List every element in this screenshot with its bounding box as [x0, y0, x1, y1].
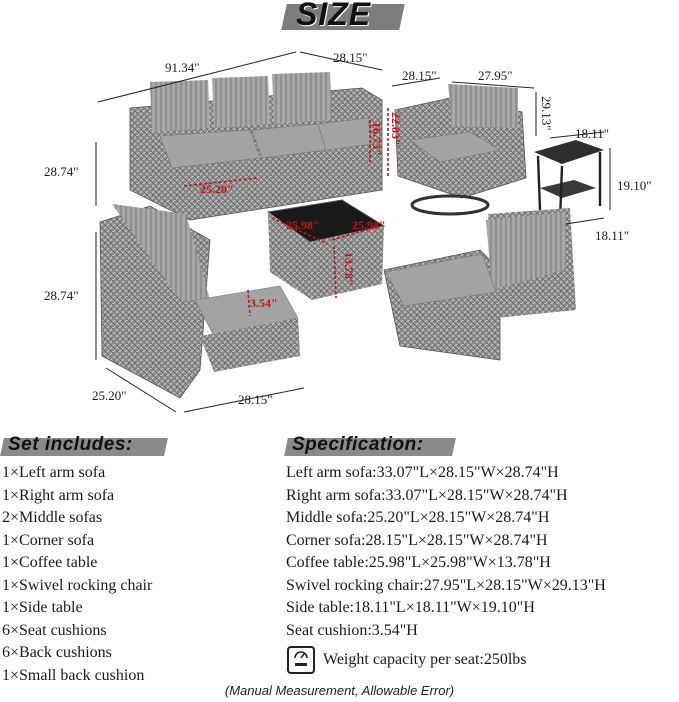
dim-side-table-depth: 18.11" [595, 228, 630, 243]
set-includes-heading: Set includes: [0, 434, 168, 460]
dim-bottom-width: 28.15" [238, 392, 273, 407]
dim-seat-height: 16.73" [370, 122, 384, 156]
coffee-table [266, 199, 386, 300]
list-item: 1×Side table [2, 599, 83, 616]
dimension-lines [95, 51, 611, 413]
swivel-chair [394, 84, 527, 216]
list-item: 6×Seat cushions [2, 621, 107, 639]
list-item: 2×Middle sofas [2, 509, 103, 526]
scale-icon [287, 646, 315, 674]
specification-list: Left arm sofa:33.07"L×28.15"W×28.74"H Ri… [286, 462, 606, 642]
dim-chair-depth: 28.15" [402, 68, 437, 83]
specification-heading: Specification: [284, 434, 456, 460]
armless-chair [383, 208, 576, 361]
dim-table-width: 25.98" [352, 218, 386, 232]
set-includes-list: 1×Left arm sofa 1×Right arm sofa 2×Middl… [2, 462, 152, 687]
dim-back-height: 22.83" [389, 112, 403, 146]
dim-chair-height: 29.13" [539, 96, 554, 131]
weight-capacity: Weight capacity per seat:250lbs [287, 646, 527, 674]
list-item: Middle sofa:25.20"L×28.15"W×28.74"H [286, 509, 550, 526]
list-item: Right arm sofa:33.07"L×28.15"W×28.74"H [286, 486, 568, 504]
list-item: Side table:18.11"L×18.11"W×19.10"H [286, 599, 535, 616]
dim-corner-height: 28.74" [44, 288, 79, 303]
dim-chair-width: 27.95" [478, 68, 513, 83]
dim-seat-width: 25.20" [200, 182, 234, 196]
corner-chair [99, 204, 300, 399]
dim-bottom-depth: 25.20" [92, 388, 127, 403]
dim-sofa-height: 28.74" [44, 164, 79, 179]
side-table [534, 140, 604, 221]
list-item: Coffee table:25.98"L×25.98"W×13.78"H [286, 554, 551, 571]
dim-sofa-depth: 28.15" [333, 50, 368, 65]
dim-table-height: 13.78" [342, 252, 356, 286]
dim-sofa-length: 91.34" [165, 60, 200, 75]
list-item: 6×Back cushions [2, 644, 112, 661]
list-item: 1×Small back cushion [2, 666, 145, 684]
dim-table-length: 25.98" [286, 218, 320, 232]
list-item: 1×Right arm sofa [2, 486, 115, 504]
list-item: 1×Coffee table [2, 554, 98, 571]
list-item: 1×Left arm sofa [2, 464, 106, 481]
list-item: Seat cushion:3.54"H [286, 621, 418, 639]
inner-dimension-lines [183, 108, 389, 317]
list-item: 1×Swivel rocking chair [2, 576, 153, 594]
list-item: Swivel rocking chair:27.95"L×28.15"W×29.… [286, 576, 606, 594]
dim-cushion-thickness: 3.54" [250, 296, 278, 310]
weight-capacity-text: Weight capacity per seat:250lbs [323, 651, 527, 668]
three-seat-sofa [129, 72, 383, 221]
list-item: Left arm sofa:33.07"L×28.15"W×28.74"H [286, 464, 559, 481]
dim-side-table-height: 19.10" [617, 178, 652, 193]
dim-side-table-width: 18.11" [575, 126, 610, 141]
furniture-diagram [95, 51, 611, 413]
list-item: Corner sofa:28.15"L×28.15"W×28.74"H [286, 531, 548, 549]
list-item: 1×Corner sofa [2, 531, 95, 549]
page-title: SIZE [296, 0, 372, 32]
measurement-note: (Manual Measurement, Allowable Error) [224, 683, 455, 698]
